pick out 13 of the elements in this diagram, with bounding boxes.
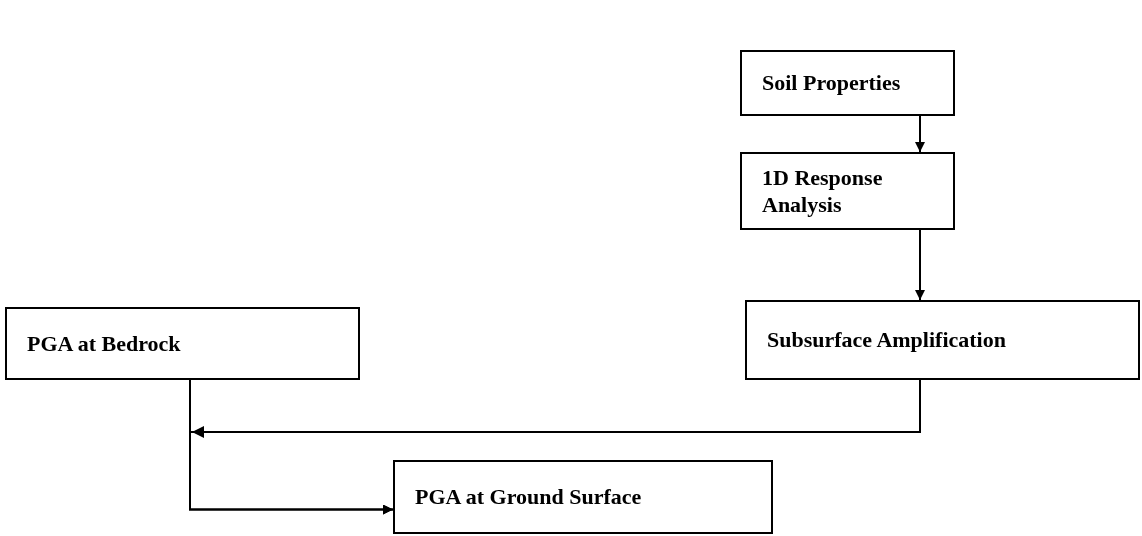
- arrow: [915, 115, 925, 153]
- arrow: [915, 229, 925, 301]
- process-box: [393, 460, 773, 534]
- process-box: [740, 50, 955, 116]
- process-box: [740, 152, 955, 230]
- box-label: Soil Properties: [762, 69, 901, 97]
- box-label: PGA at Bedrock: [27, 329, 181, 358]
- process-box: [5, 307, 360, 380]
- arrow: [189, 379, 394, 515]
- box-label: 1D Response Analysis: [762, 163, 884, 219]
- process-box: [745, 300, 1140, 380]
- box-label: Subsurface Amplification: [767, 326, 1006, 354]
- box-label: PGA at Ground Surface: [415, 483, 642, 511]
